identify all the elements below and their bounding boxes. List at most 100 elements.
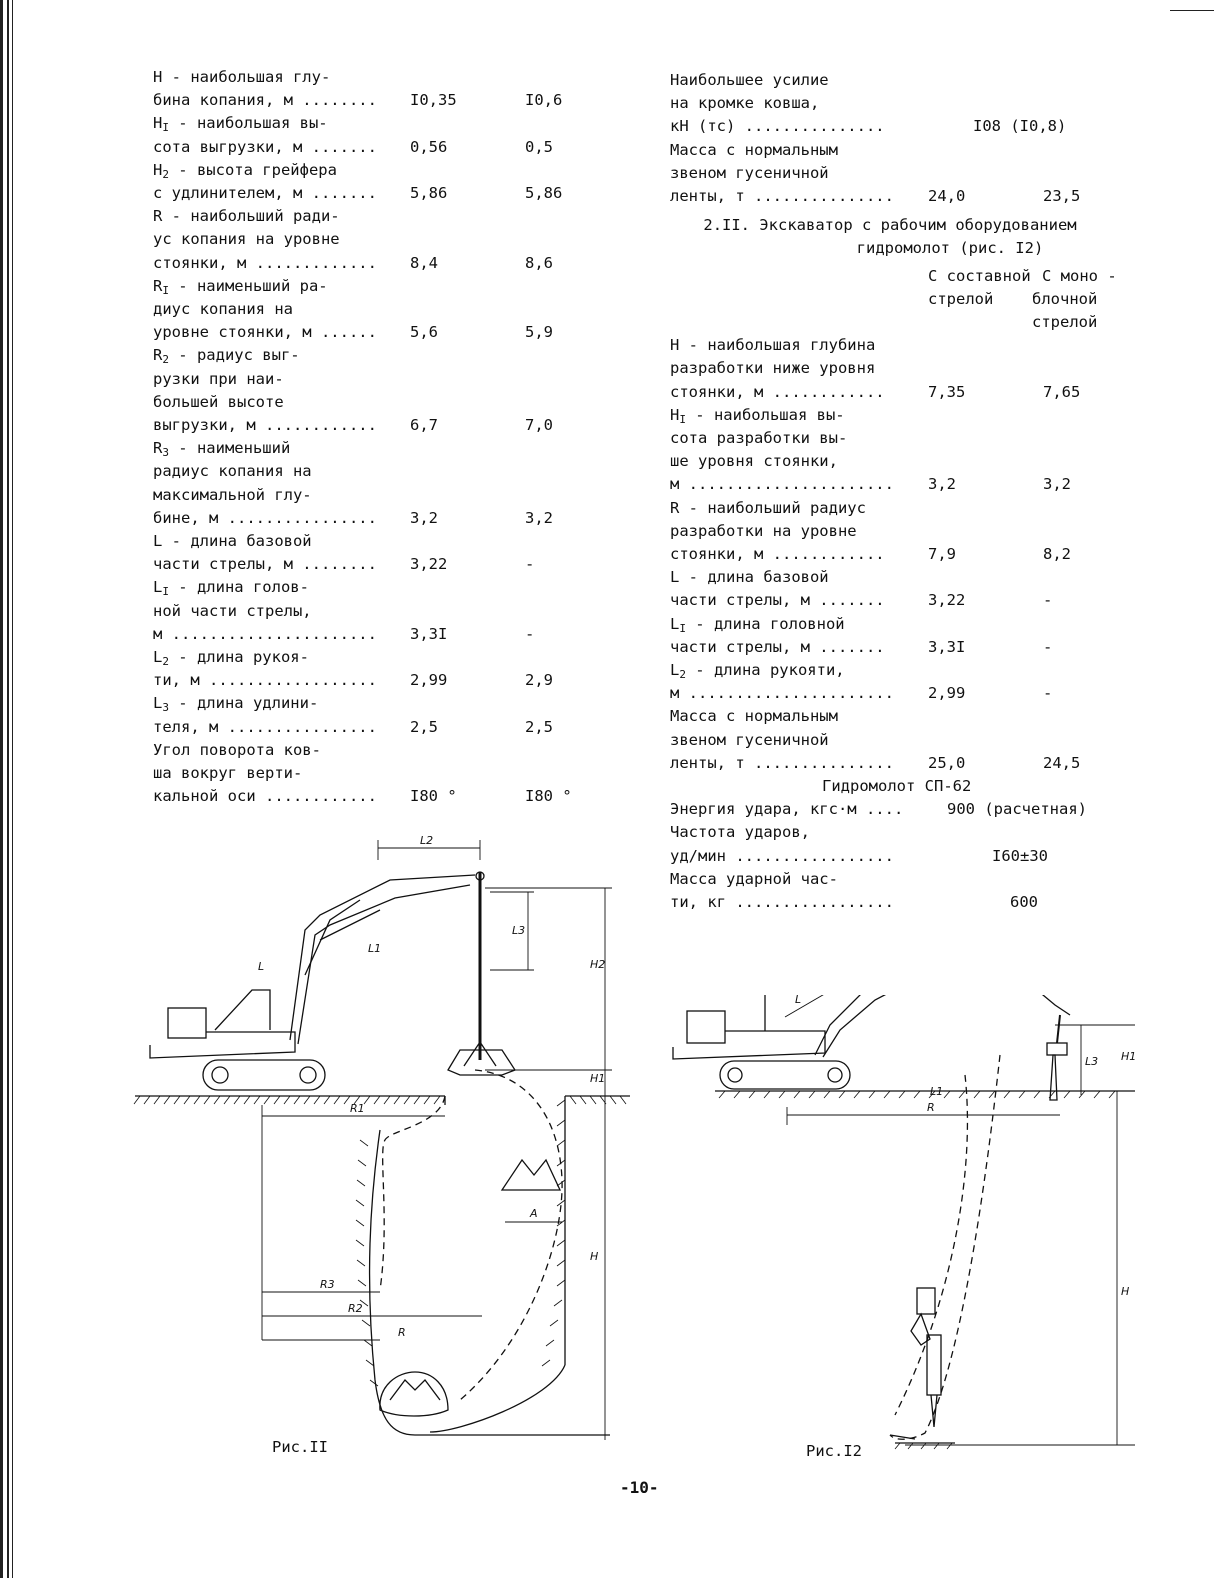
figure-12-caption: Рис.I2 [806,1442,862,1460]
hammer-param-label: Масса ударной час- [670,869,838,888]
right-param-label: HI - наибольшая вы- [670,405,845,426]
right-param-value-1: 7,35 [928,382,966,401]
left-param-label: сота выгрузки, м ....... [153,137,377,156]
hammer-title: Гидромолот СП-62 [822,777,972,795]
left-param-value-2: 3,2 [525,508,553,527]
left-param-label: R - наибольший ради- [153,207,340,226]
right-param-value-2: 24,5 [1043,753,1081,772]
right-param-label: м ...................... [670,475,894,494]
right-param-label: сота разработки вы- [670,429,848,447]
column-header-2: стрелой [1032,313,1098,331]
left-param-label: LI - длина голов- [153,578,309,599]
right-param-value-1: 3,3I [928,637,966,656]
section-title: 2.II. Экскаватор с рабочим оборудованием [670,214,1140,237]
left-param-label: большей высоте [153,392,284,411]
column-header-1: стрелой [928,289,994,308]
left-param-label: L - длина базовой [153,532,312,550]
scan-edge [12,0,13,1578]
left-param-label: ус копания на уровне [153,230,340,249]
right-param-label: ленты, т ............... [670,753,894,772]
right-param-label: разработки на уровне [670,521,857,540]
fig11-label: L [258,960,264,973]
right-param-label: Масса с нормальным [670,707,838,726]
left-param-label: диус копания на [153,300,293,318]
left-param-value-1: 6,7 [410,416,438,434]
right-param-value-1: 2,99 [928,684,966,703]
right-param-label: L2 - длина рукояти, [670,661,845,681]
left-param-label: стоянки, м ............. [153,253,377,272]
section-title-text: 2.II. Экскаватор с рабочим оборудованием [703,216,1077,235]
left-param-value-1: 5,6 [410,323,438,342]
right-param-label: H - наибольшая глубина [670,336,876,355]
left-param-value-2: 2,9 [525,671,553,690]
hammer-param-label: Энергия удара, кгс·м .... [670,800,904,819]
right-param-label: части стрелы, м ....... [670,637,885,656]
left-param-value-1: 3,3I [410,624,448,643]
fig12-label: L3 [1085,1055,1098,1068]
right-param-label: L - длина базовой [670,568,829,587]
hammer-param-value: 600 [1010,893,1038,911]
hammer-param-label: ти, кг ................. [670,893,894,911]
left-param-label: максимальной глу- [153,485,312,504]
left-param-label: части стрелы, м ........ [153,555,377,574]
left-param-value-1: 0,56 [410,137,448,156]
figure-11-caption: Рис.II [272,1438,328,1456]
left-param-label: H - наибольшая глу- [153,68,331,86]
fig11-label: L1 [368,942,381,955]
right-param-value-1: 3,2 [928,475,956,494]
right-param-label: м ...................... [670,684,894,703]
left-param-value-2: 2,5 [525,717,553,736]
left-param-value-2: 5,9 [525,323,553,342]
left-parameter-column: H - наибольшая глу-бина копания, м .....… [153,66,613,816]
right-param-label: стоянки, м ............ [670,382,885,401]
right-param-value-1: 24,0 [928,187,966,205]
right-param-label: ленты, т ............... [670,187,894,205]
column-header-1: С составной [928,266,1031,285]
left-param-label: HI - наибольшая вы- [153,114,328,135]
right-param-value-1: 3,22 [928,591,966,610]
left-param-label: теля, м ................ [153,717,377,736]
left-param-label: кальной оси ............ [153,787,377,806]
right-param-label: звеном гусеничной [670,163,829,182]
right-param-label: ше уровня стоянки, [670,452,838,471]
hammer-param-value: I60±30 [992,846,1048,865]
left-param-value-2: - [525,555,535,574]
left-param-label: ной части стрелы, [153,601,312,620]
fig11-label: R1 [350,1102,365,1115]
hammer-param-label: Частота ударов, [670,823,810,842]
right-param-label: звеном гусеничной [670,730,829,749]
column-header-2: блочной [1032,289,1098,308]
right-param-value-2: - [1043,591,1053,610]
fig11-label: L2 [420,834,433,847]
right-param-value-2: - [1043,637,1053,656]
right-param-value-2: - [1043,684,1053,703]
right-param-value: I08 (I0,8) [973,117,1067,136]
section-title-text: гидромолот (рис. I2) [856,239,1044,258]
right-param-value-1: 7,9 [928,545,956,563]
left-param-label: рузки при наи- [153,369,284,388]
page-number: -10- [620,1478,659,1497]
fig11-label: R [398,1326,406,1339]
left-param-value-2: - [525,624,535,643]
right-param-value-2: 7,65 [1043,382,1081,401]
left-param-label: RI - наименьший ра- [153,276,328,297]
right-param-label: LI - длина головной [670,614,845,635]
left-param-value-2: I80 ° [525,787,572,806]
left-param-label: уровне стоянки, м ...... [153,323,377,342]
left-param-label: L2 - длина рукоя- [153,648,309,668]
left-param-value-1: 5,86 [410,184,448,202]
right-param-label: Масса с нормальным [670,140,838,159]
right-param-label: разработки ниже уровня [670,359,876,378]
fig11-label: R3 [320,1278,335,1291]
left-param-label: бина копания, м ........ [153,91,377,110]
left-param-value-2: I0,6 [525,91,563,110]
left-param-value-2: 5,86 [525,184,563,202]
fig12-label: L [795,995,801,1006]
fig12-label: H1 [1121,1050,1136,1063]
right-param-value-1: 25,0 [928,753,966,772]
left-param-value-1: 2,5 [410,717,438,736]
left-param-label: радиус копания на [153,462,312,481]
left-param-label: L3 - длина удлини- [153,694,319,715]
fig12-label: L1 [930,1085,943,1098]
